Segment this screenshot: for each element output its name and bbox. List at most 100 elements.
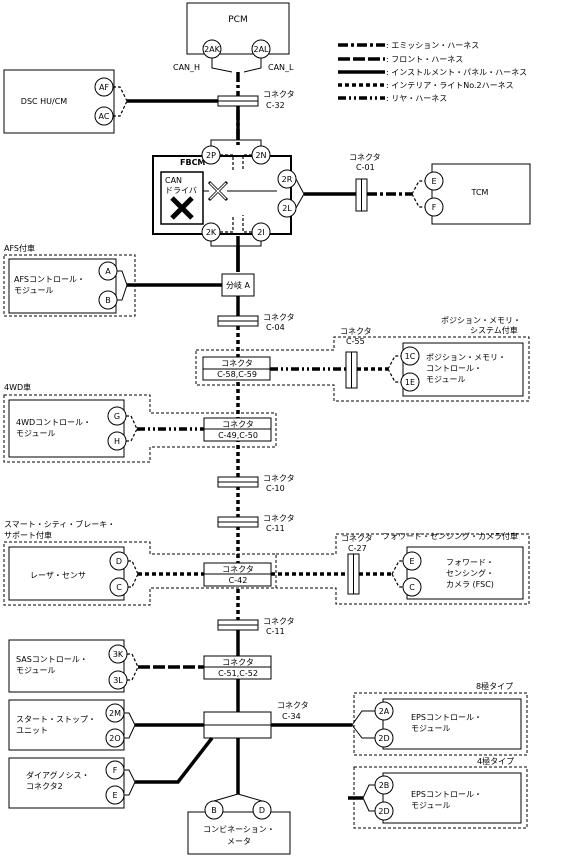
scbs-pin-c-label: C — [116, 583, 122, 592]
ss-box — [8, 699, 125, 751]
diag-pin-f-label: F — [113, 766, 118, 775]
eps4-line2: モジュール — [411, 801, 450, 810]
fbcm-pin-2i-label: 2I — [257, 228, 264, 237]
wd-header: 4WD車 — [4, 382, 31, 392]
tcm-pin-f-label: F — [432, 203, 437, 212]
fbcm-top-pin-wires — [210, 139, 262, 146]
branch-label: 分岐 A — [226, 280, 251, 290]
dsc-box — [3, 69, 115, 134]
dsc-pin-ac-label: AC — [99, 112, 110, 121]
legend-emission: : エミッション・ハーネス — [386, 41, 479, 50]
fsc-pin-c — [402, 577, 422, 597]
fbcm-pin-2p-label: 2P — [206, 151, 216, 160]
fsc-option-frame — [276, 533, 530, 605]
c34-num: C-34 — [282, 712, 301, 721]
scbs-pin-d-label: D — [116, 557, 122, 566]
ss-pin-wires — [124, 712, 136, 739]
eps4-header: 4極タイプ — [477, 756, 514, 766]
eps4-pin-2d-label: 2D — [378, 807, 389, 816]
c58-label: コネクタ — [221, 359, 253, 368]
combi-pin-b — [204, 800, 224, 820]
dsc-pin-af-label: AF — [99, 83, 109, 92]
pcm-can-l-wire — [243, 58, 262, 73]
pos-option-frame — [195, 336, 530, 402]
eps8-pin-2a-label: 2A — [379, 707, 390, 716]
c55-label: コネクタ — [340, 327, 372, 336]
afs-header: AFS付車 — [4, 243, 35, 253]
pos-header1: ポジション・メモリ・ — [441, 316, 521, 325]
afs-box — [8, 258, 117, 314]
ss-line2: ユニット — [16, 726, 48, 735]
fsc-pin-e — [402, 551, 422, 571]
afs-line1: AFSコントロール・ — [14, 275, 85, 284]
wd-option-frame — [3, 394, 277, 463]
sas-line1: SASコントロール・ — [16, 655, 88, 664]
fbcm-title: FBCM — [180, 158, 205, 167]
combi-line2: メータ — [227, 837, 251, 846]
pos-line2: コントロール・ — [426, 364, 482, 373]
eps4-pin-2b-label: 2B — [379, 781, 390, 790]
c55-num: C-55 — [346, 337, 365, 346]
combi-pin-d — [252, 800, 272, 820]
diag-line1: ダイアグノシス・ — [26, 770, 89, 780]
eps8-pin-2d-label: 2D — [378, 734, 389, 743]
c11b-label: コネクタ — [263, 617, 295, 626]
wd-line2: モジュール — [16, 429, 55, 438]
eps8-box — [382, 698, 522, 750]
c51-label: コネクタ — [222, 658, 254, 667]
diag-pin-wires — [124, 769, 136, 796]
afs-pin-wires — [117, 270, 128, 301]
pos-pin-1e-label: 1E — [405, 378, 415, 387]
pcm-title: PCM — [228, 15, 247, 25]
c11a-num: C-11 — [266, 524, 285, 533]
fbcm-inner-top — [220, 154, 252, 170]
eps8-option-frame — [353, 692, 528, 756]
sas-box — [8, 639, 125, 693]
combi-line1: コンビネーション・ — [203, 825, 275, 834]
fbcm-can-driver-box — [160, 171, 204, 225]
pos-header2: システム付車 — [470, 325, 518, 335]
fbcm-fault-x-icon — [170, 196, 194, 220]
eps4-line1: EPSコントロール・ — [411, 790, 482, 799]
scbs-header1: スマート・シティ・ブレーキ・ — [4, 519, 115, 529]
c10-num: C-10 — [266, 484, 285, 493]
pos-pin-1c-label: 1C — [405, 352, 416, 361]
c27-label: コネクタ — [341, 534, 373, 543]
legend-interior: : インテリア・ライトNo.2ハーネス — [386, 81, 514, 90]
legend-rear: : リヤ・ハーネス — [386, 94, 447, 103]
fsc-pin-c-label: C — [409, 583, 415, 592]
c01-label: コネクタ — [349, 153, 381, 162]
c11a-label: コネクタ — [263, 514, 295, 523]
combi-pin-d-label: D — [259, 806, 265, 815]
c32-label: コネクタ — [263, 90, 295, 99]
pcm-pin-2ak-label: 2AK — [204, 45, 221, 54]
ss-pin-2m-label: 2M — [109, 709, 121, 718]
ss-line1: スタート・ストップ・ — [16, 715, 96, 724]
scbs-header2: サポート付車 — [4, 530, 52, 540]
tcm-pin-f — [424, 197, 444, 217]
c27-num: C-27 — [348, 544, 367, 553]
c11b-num: C-11 — [266, 627, 285, 636]
pos-box — [402, 342, 524, 397]
pos-line3: モジュール — [426, 375, 465, 384]
fbcm-pin-2l-label: 2L — [282, 204, 292, 213]
fbcm-driver-label: ドライバ — [165, 186, 197, 195]
fbcm-can-label: CAN — [165, 176, 182, 185]
c42-label: コネクタ — [222, 565, 254, 574]
pcm-can-l-label: CAN_L — [268, 63, 294, 72]
fsc-line2: センシング・ — [446, 568, 494, 578]
fsc-pin-wires — [391, 560, 404, 588]
tcm-title: TCM — [471, 188, 489, 197]
legend-instrument: : インストルメント・パネル・ハーネス — [386, 68, 527, 77]
fsc-line1: フォワード・ — [446, 558, 494, 567]
dsc-pin-wires — [113, 86, 128, 117]
c58-num: C-58,C-59 — [217, 370, 257, 379]
c42-num: C-42 — [229, 576, 248, 585]
ss-pin-2o-label: 2O — [109, 734, 120, 743]
pcm-can-h-label: CAN_H — [173, 63, 200, 72]
fbcm-bottom-pin-wires — [210, 241, 262, 247]
pcm-pin-2al-label: 2AL — [253, 45, 269, 54]
wd-pin-wires — [126, 415, 138, 442]
c49-label: コネクタ — [222, 420, 254, 429]
scbs-box — [8, 546, 125, 601]
